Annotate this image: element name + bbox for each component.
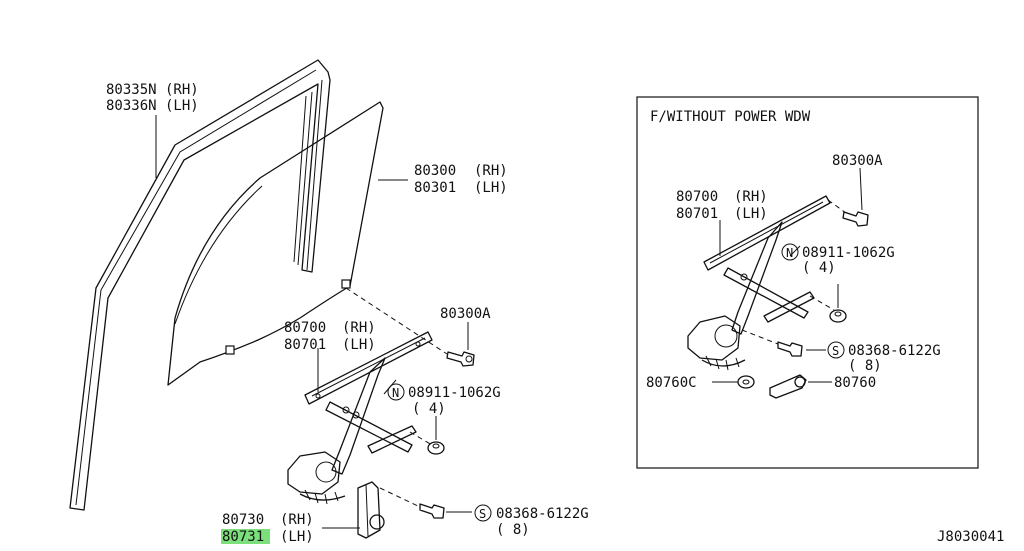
label-bolt: 80300A <box>440 306 491 322</box>
assembly-line-screw <box>379 487 421 508</box>
assembly-line-nut <box>409 431 433 446</box>
door-glass <box>167 101 384 386</box>
inset-nut-symbol: N <box>786 246 793 260</box>
label-motor-lh-code: 80731 <box>222 529 264 545</box>
label-glass: 80300 (RH) 80301 (LH) <box>414 163 508 196</box>
label-motor-rh-side: (RH) <box>280 512 314 528</box>
inset-label-reg-rh-code: 80700 <box>676 189 718 205</box>
assembly-line-glass <box>345 287 448 355</box>
inset-screw-symbol-circle <box>827 341 845 359</box>
inset-label-bolt: 80300A <box>832 153 883 169</box>
glass-run-weatherstrip <box>69 59 331 511</box>
regulator-motor <box>357 481 385 539</box>
nut-symbol: N <box>392 386 399 400</box>
inset-regulator <box>687 195 831 371</box>
label-glass-lh-code: 80301 <box>414 180 456 196</box>
label-glass-rh-side: (RH) <box>474 163 508 179</box>
nut-08911 <box>427 441 445 455</box>
diagram-id: J8030041 <box>937 529 1004 545</box>
highlight-80731 <box>221 529 270 544</box>
inset-label-reg-lh-side: (LH) <box>734 206 768 222</box>
inset-nut <box>829 309 847 323</box>
label-motor-rh-code: 80730 <box>222 512 264 528</box>
window-regulator <box>287 331 433 505</box>
inset-label-nut-code: 08911-1062G <box>802 245 895 261</box>
bolt-80300A <box>446 351 475 367</box>
inset-label-handle: 80760 <box>834 375 876 391</box>
label-motor-lh-side: (LH) <box>280 529 314 545</box>
inset-screw-symbol: S <box>832 344 839 358</box>
inset-handle <box>769 374 807 399</box>
inset-label-reg-lh-code: 80701 <box>676 206 718 222</box>
label-motor: 80730 (RH) 80731 (LH) <box>221 512 314 545</box>
screw-08368 <box>419 503 445 519</box>
label-glass-run: 80335N (RH) 80336N (LH) <box>106 82 199 114</box>
label-reg-rh-code: 80700 <box>284 320 326 336</box>
label-screw-qty: ( 8) <box>496 522 530 538</box>
nut-symbol-circle <box>387 383 405 401</box>
label-reg-lh-side: (LH) <box>342 337 376 353</box>
inset-frame <box>636 96 979 469</box>
inset-label-washer: 80760C <box>646 375 697 391</box>
label-run-rh-side: (RH) <box>165 82 199 98</box>
label-glass-rh-code: 80300 <box>414 163 456 179</box>
label-glass-lh-side: (LH) <box>474 180 508 196</box>
inset-label-reg-rh-side: (RH) <box>734 189 768 205</box>
inset-without-power-window: F/WITHOUT POWER WDW <box>636 96 979 469</box>
inset-washer <box>737 375 755 389</box>
inset-label-nut-qty: ( 4) <box>802 260 836 276</box>
label-regulator: 80700 (RH) 80701 (LH) <box>284 320 376 353</box>
label-run-lh-side: (LH) <box>165 98 199 114</box>
label-nut-code: 08911-1062G <box>408 385 501 401</box>
glass-clip-lower <box>225 345 235 355</box>
label-screw-code: 08368-6122G <box>496 506 589 522</box>
label-screw: S 08368-6122G ( 8) <box>474 504 589 538</box>
inset-title: F/WITHOUT POWER WDW <box>650 109 811 125</box>
label-nut: N 08911-1062G ( 4) <box>387 383 501 417</box>
inset-bolt <box>842 211 869 227</box>
glass-clip-upper <box>341 279 351 289</box>
inset-nut-symbol-circle <box>781 243 799 261</box>
screw-symbol: S <box>479 507 486 521</box>
label-nut-qty: ( 4) <box>412 401 446 417</box>
label-run-lh-code: 80336N <box>106 98 157 114</box>
label-run-rh-code: 80335N <box>106 82 157 98</box>
screw-symbol-circle <box>474 504 492 522</box>
label-reg-rh-side: (RH) <box>342 320 376 336</box>
inset-screw <box>777 341 803 357</box>
label-reg-lh-code: 80701 <box>284 337 326 353</box>
inset-label-screw-qty: ( 8) <box>848 358 882 374</box>
inset-label-screw-code: 08368-6122G <box>848 343 941 359</box>
